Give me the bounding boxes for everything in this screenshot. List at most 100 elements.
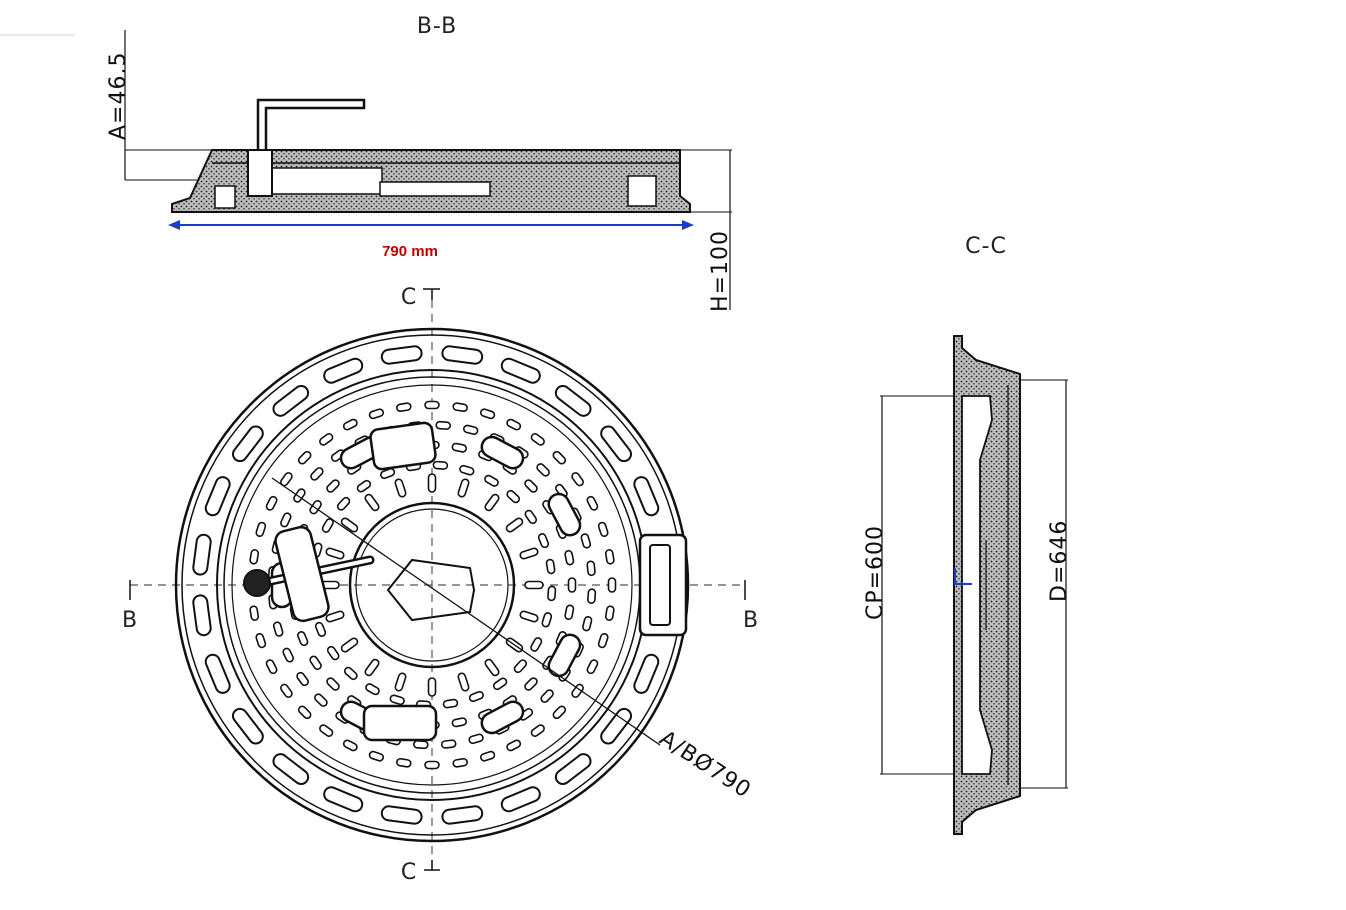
slot [319, 724, 334, 737]
slot [547, 585, 557, 602]
slot [552, 705, 567, 720]
slot [342, 418, 358, 431]
slot [479, 750, 496, 762]
slot [547, 492, 582, 537]
slot [442, 698, 459, 709]
slot [356, 479, 372, 493]
blue-marker [954, 568, 972, 585]
slot [192, 594, 212, 637]
slot [530, 637, 543, 652]
slot [272, 621, 284, 637]
slot [519, 547, 539, 560]
slot [586, 560, 596, 577]
slot [440, 739, 457, 749]
slot [343, 666, 358, 681]
section-bb: B-B A=46.5 H=100 790 mm [106, 14, 733, 312]
slot [554, 753, 592, 786]
slot [255, 632, 267, 649]
cut-b-right: B [743, 608, 759, 633]
slot [457, 478, 470, 498]
slot [380, 805, 423, 825]
slot [513, 659, 528, 674]
slot [586, 495, 599, 511]
cut-b-left: B [122, 608, 138, 633]
slot [506, 489, 521, 504]
side-nameplate [274, 525, 330, 623]
slot [519, 610, 539, 623]
slot [323, 786, 364, 813]
slot [484, 493, 500, 512]
slot [536, 463, 550, 477]
slot [323, 357, 364, 384]
slot [231, 707, 264, 745]
slot [580, 533, 592, 549]
slot [506, 418, 522, 431]
slot [524, 479, 538, 493]
slot [582, 616, 593, 632]
slot [293, 488, 306, 503]
plan-view: C C B B A/BØ790 [122, 285, 759, 885]
slot [314, 621, 327, 637]
lifting-key-hole [243, 569, 271, 597]
slot [545, 558, 556, 575]
dim-ab-diameter: A/BØ790 [655, 726, 756, 804]
hinge [638, 533, 688, 637]
slot [484, 658, 500, 677]
slot [325, 547, 345, 560]
slot [452, 402, 468, 413]
section-cc: C-C CP=600 D=646 [863, 234, 1072, 835]
slot [484, 474, 499, 487]
dim-cp: CP=600 [863, 525, 888, 620]
section-bb-title: B-B [417, 14, 457, 39]
slot [314, 693, 328, 707]
slot [255, 521, 267, 538]
slot [524, 580, 544, 590]
slot [364, 493, 380, 512]
slot [524, 509, 538, 525]
slot [380, 345, 423, 365]
slot [204, 653, 231, 694]
slot [265, 659, 278, 675]
slot [571, 683, 584, 698]
slot [394, 478, 407, 498]
slot [424, 760, 440, 770]
slot [567, 577, 577, 593]
slot [607, 577, 617, 593]
slot [396, 757, 412, 768]
arrow-left-icon [168, 220, 180, 230]
slot [380, 467, 396, 480]
slot [326, 479, 340, 493]
slot [309, 655, 322, 671]
slot [480, 700, 525, 735]
slot [600, 707, 633, 745]
slot [530, 724, 545, 737]
slot [368, 408, 385, 420]
slot [394, 672, 407, 692]
dim-a-height: A=46.5 [106, 52, 131, 140]
slot [500, 357, 541, 384]
slot [547, 633, 582, 678]
slot [280, 512, 292, 528]
cut-c-bottom: C [401, 860, 417, 885]
slot [451, 717, 468, 728]
slot [326, 645, 340, 661]
slot [427, 677, 437, 697]
slot [564, 549, 575, 566]
slot [432, 460, 449, 470]
slot [296, 671, 309, 687]
slot [492, 677, 508, 691]
slot [452, 757, 468, 768]
slot [541, 612, 553, 628]
slot [459, 464, 475, 476]
slot [365, 683, 380, 696]
slot [342, 739, 358, 752]
slot [282, 647, 295, 663]
slot [604, 605, 615, 621]
slot [396, 402, 412, 413]
slot [554, 384, 592, 417]
slot [326, 677, 340, 691]
slot [552, 450, 567, 465]
slot [586, 659, 599, 675]
dim-h-height: H=100 [708, 230, 733, 312]
